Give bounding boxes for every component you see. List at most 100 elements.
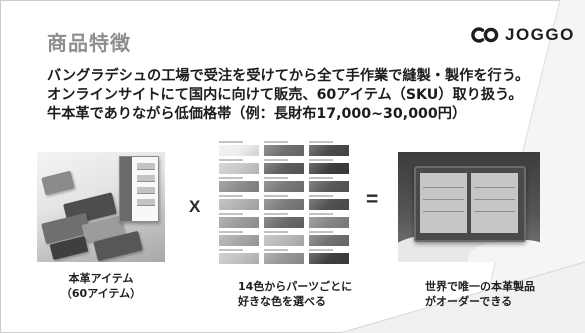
wallet-shape bbox=[41, 170, 75, 196]
swatch-label-placeholder bbox=[219, 177, 243, 179]
color-swatch bbox=[264, 181, 304, 192]
feature-line-2: オンラインサイトにて国内に向けて販売、60アイテム（SKU）取り扱う。 bbox=[47, 87, 523, 103]
swatch-label-placeholder bbox=[309, 231, 333, 233]
swatch-cell bbox=[309, 195, 349, 210]
color-swatch bbox=[264, 163, 304, 174]
swatch-cell bbox=[264, 141, 304, 156]
card-slot bbox=[137, 199, 155, 206]
swatch-cell bbox=[309, 249, 349, 264]
swatch-cell bbox=[309, 231, 349, 246]
card-slot bbox=[137, 163, 155, 170]
color-swatch bbox=[264, 199, 304, 210]
swatch-cell bbox=[309, 213, 349, 228]
color-swatch bbox=[219, 253, 259, 264]
swatch-label-placeholder bbox=[264, 141, 288, 143]
swatch-cell bbox=[264, 231, 304, 246]
tissue-paper bbox=[468, 240, 540, 262]
color-swatch bbox=[264, 217, 304, 228]
swatch-label-placeholder bbox=[309, 159, 333, 161]
swatch-label-placeholder bbox=[309, 213, 333, 215]
swatch-label-placeholder bbox=[219, 249, 243, 251]
color-swatch bbox=[309, 253, 349, 264]
color-swatch bbox=[309, 199, 349, 210]
caption-leather-items: 本革アイテム （60アイテム） bbox=[40, 271, 162, 301]
color-swatch bbox=[309, 181, 349, 192]
color-swatch bbox=[309, 145, 349, 156]
feature-line-3: 牛本革でありながら低価格帯（例：長財布17,000~30,000円） bbox=[47, 106, 467, 122]
swatch-label-placeholder bbox=[264, 249, 288, 251]
color-swatch bbox=[264, 145, 304, 156]
card-slot-line bbox=[423, 187, 464, 188]
open-long-wallet bbox=[119, 156, 159, 222]
card-slot-line bbox=[423, 211, 464, 212]
swatch-label-placeholder bbox=[309, 195, 333, 197]
equals-sign: = bbox=[366, 188, 379, 211]
wallet-pocket-right bbox=[471, 173, 518, 233]
logo-text: JOGGO bbox=[505, 25, 575, 44]
caption-line: 14色からパーツごとに bbox=[238, 280, 353, 293]
color-swatch bbox=[309, 235, 349, 246]
swatch-cell bbox=[264, 213, 304, 228]
feature-text-block: バングラデシュの工場で受注を受けてから全て手作業で縫製・製作を行う。 オンライン… bbox=[47, 67, 529, 124]
caption-unique-order: 世界で唯一の本革製品 がオーダーできる bbox=[425, 279, 535, 309]
caption-line: （60アイテム） bbox=[60, 287, 142, 300]
swatch-label-placeholder bbox=[219, 195, 243, 197]
wallet-spine bbox=[120, 157, 132, 221]
open-bifold-wallet bbox=[414, 166, 526, 242]
wallet-pocket-left bbox=[420, 173, 467, 233]
color-swatch bbox=[219, 163, 259, 174]
color-swatch bbox=[219, 217, 259, 228]
joggo-logo-icon bbox=[471, 27, 499, 43]
color-swatch-grid bbox=[219, 141, 351, 267]
swatch-cell bbox=[219, 231, 259, 246]
caption-line: がオーダーできる bbox=[425, 295, 513, 308]
swatch-cell bbox=[219, 195, 259, 210]
swatch-label-placeholder bbox=[219, 213, 243, 215]
card-slot bbox=[137, 175, 155, 182]
color-swatch bbox=[264, 253, 304, 264]
swatch-label-placeholder bbox=[264, 213, 288, 215]
slide-title: 商品特徴 bbox=[47, 31, 131, 55]
card-slot-line bbox=[474, 211, 515, 212]
swatch-label-placeholder bbox=[219, 141, 243, 143]
color-swatch bbox=[219, 181, 259, 192]
caption-line: 本革アイテム bbox=[68, 272, 134, 285]
swatch-label-placeholder bbox=[219, 231, 243, 233]
leather-items-photo bbox=[37, 152, 165, 262]
caption-line: 世界で唯一の本革製品 bbox=[425, 280, 535, 293]
swatch-cell bbox=[309, 159, 349, 174]
custom-wallet-photo bbox=[398, 152, 540, 262]
color-swatch bbox=[309, 217, 349, 228]
swatch-cell bbox=[309, 141, 349, 156]
color-swatch bbox=[219, 235, 259, 246]
caption-color-choice: 14色からパーツごとに 好きな色を選べる bbox=[238, 279, 352, 309]
caption-line: 好きな色を選べる bbox=[238, 295, 326, 308]
swatch-cell bbox=[264, 159, 304, 174]
color-swatch bbox=[264, 235, 304, 246]
swatch-label-placeholder bbox=[264, 231, 288, 233]
swatch-label-placeholder bbox=[264, 159, 288, 161]
feature-line-1: バングラデシュの工場で受注を受けてから全て手作業で縫製・製作を行う。 bbox=[47, 68, 530, 84]
color-swatch bbox=[219, 199, 259, 210]
card-slot-line bbox=[474, 187, 515, 188]
swatch-cell bbox=[219, 213, 259, 228]
color-swatch bbox=[309, 163, 349, 174]
swatch-label-placeholder bbox=[264, 177, 288, 179]
swatch-cell bbox=[219, 249, 259, 264]
brand-logo: JOGGO bbox=[470, 24, 575, 46]
swatch-label-placeholder bbox=[309, 141, 333, 143]
swatch-cell bbox=[219, 141, 259, 156]
swatch-label-placeholder bbox=[264, 195, 288, 197]
color-swatch bbox=[219, 145, 259, 156]
swatch-cell bbox=[264, 195, 304, 210]
card-slot-line bbox=[474, 199, 515, 200]
swatch-cell bbox=[219, 159, 259, 174]
swatch-label-placeholder bbox=[309, 177, 333, 179]
swatch-cell bbox=[309, 177, 349, 192]
swatch-cell bbox=[264, 177, 304, 192]
swatch-cell bbox=[219, 177, 259, 192]
swatch-label-placeholder bbox=[219, 159, 243, 161]
card-slot-line bbox=[423, 199, 464, 200]
card-slot bbox=[137, 187, 155, 194]
